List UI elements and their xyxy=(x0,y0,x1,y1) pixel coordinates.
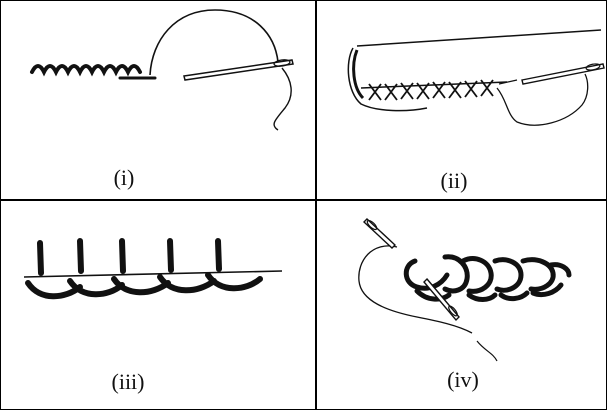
panel-iv-label: (iv) xyxy=(423,367,503,393)
panel-i-label: (i) xyxy=(84,165,164,191)
cross-stitches xyxy=(369,80,493,100)
needle xyxy=(184,59,293,80)
spiral-stitches xyxy=(32,66,140,72)
panel-ii: (ii) xyxy=(317,0,607,199)
needle xyxy=(522,63,604,84)
blanket-stitches xyxy=(28,241,260,296)
fabric-edge-line xyxy=(24,271,282,277)
needle-top xyxy=(364,219,395,248)
panel-i: (i) xyxy=(0,0,315,199)
thread-tail xyxy=(274,68,291,130)
chain-stitches xyxy=(406,257,569,300)
panel-iv: (iv) xyxy=(317,201,607,410)
panel-iii: (iii) xyxy=(0,201,315,410)
panel-iii-label: (iii) xyxy=(88,369,168,395)
fabric-top-edge xyxy=(357,30,601,46)
fabric-fold xyxy=(348,48,427,111)
panel-ii-label: (ii) xyxy=(414,168,494,194)
